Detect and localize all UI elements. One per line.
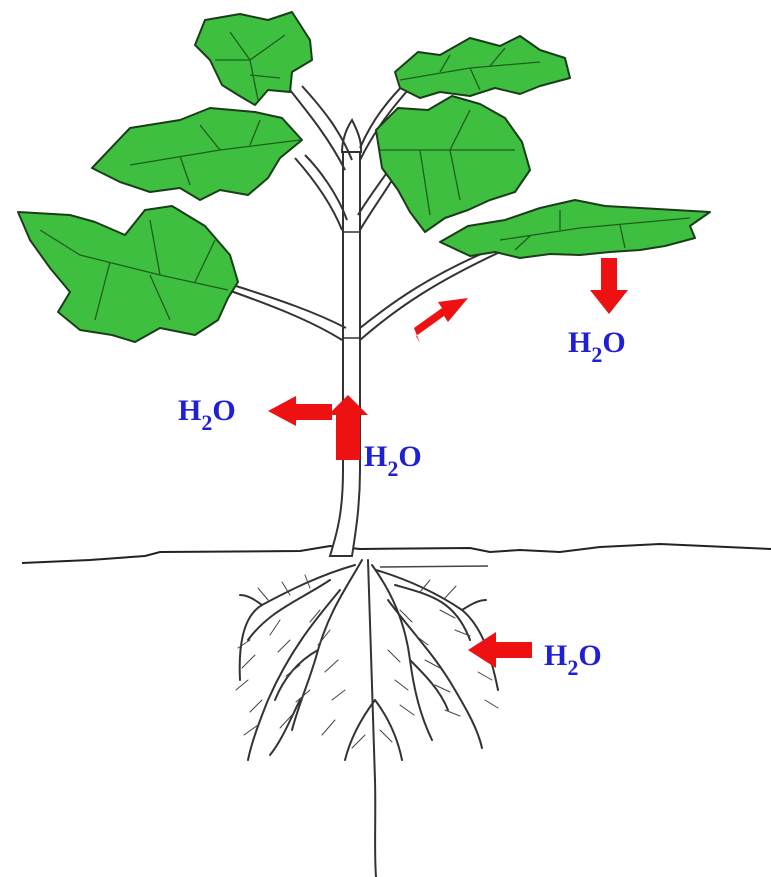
soil-line: [22, 544, 771, 563]
root-hairs: [236, 575, 498, 748]
label-stem-side: H2O: [178, 394, 236, 435]
svg-text:H2O: H2O: [178, 394, 236, 435]
soil-line-inner: [380, 566, 488, 567]
label-leaf: H2O: [568, 326, 626, 367]
arrow-into-roots: [468, 632, 532, 668]
arrow-out-of-stem: [268, 396, 332, 426]
arrow-out-of-leaf: [590, 258, 628, 314]
stem-tip: [342, 120, 361, 152]
arrow-up-branch: [414, 298, 468, 343]
svg-text:H2O: H2O: [544, 639, 602, 680]
svg-text:H2O: H2O: [364, 440, 422, 481]
root-system: [240, 560, 498, 877]
arrow-up-stem: [328, 395, 368, 460]
main-stem: [330, 150, 360, 556]
svg-text:H2O: H2O: [568, 326, 626, 367]
label-roots: H2O: [544, 639, 602, 680]
leaf-bottom-left: [18, 206, 238, 342]
leaf-top-left: [195, 12, 312, 105]
label-stem-up: H2O: [364, 440, 422, 481]
